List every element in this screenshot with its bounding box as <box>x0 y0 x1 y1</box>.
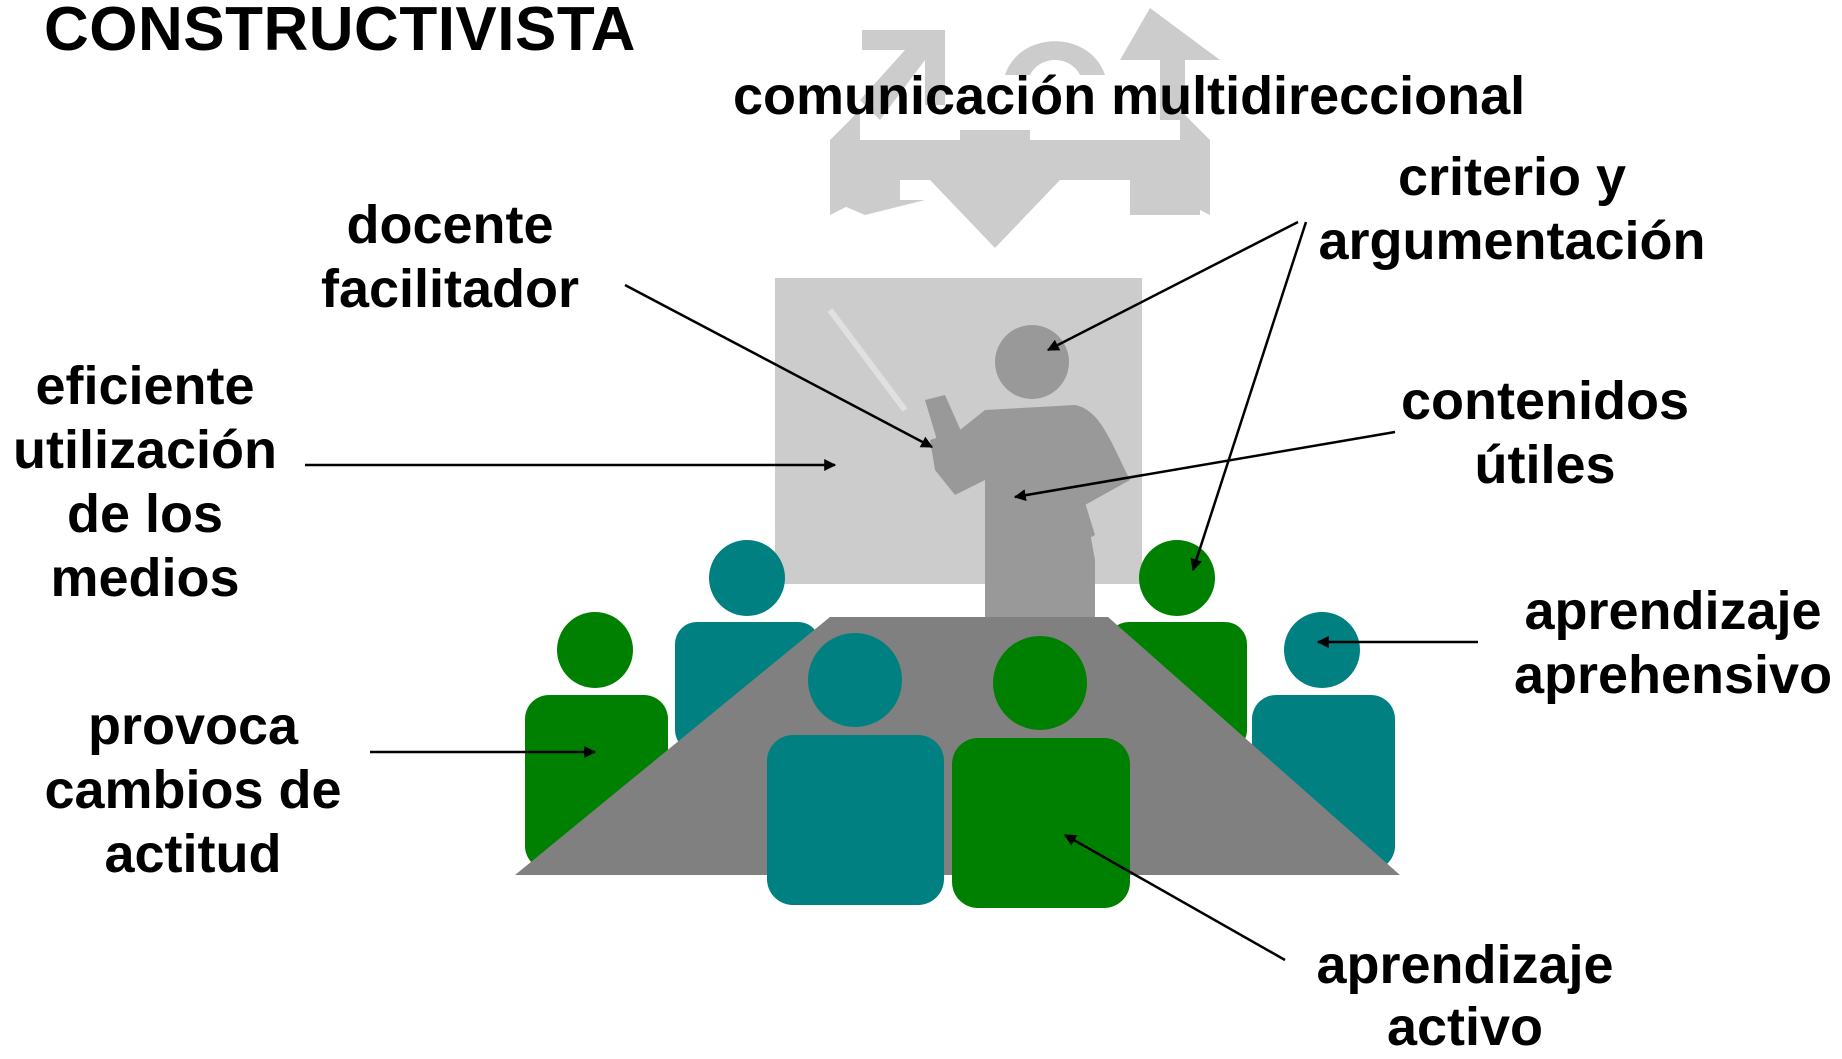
label-contenidos-line1: contenidos <box>1400 371 1690 431</box>
label-actitud-line3: actitud <box>104 824 282 884</box>
label-criterio-line1: criterio y <box>1397 147 1627 207</box>
arrow-docente <box>624 283 934 449</box>
student-figure-icon <box>767 633 1130 908</box>
label-docente-line2: facilitador <box>320 259 580 319</box>
arrow-criterio-head <box>1046 220 1299 352</box>
pointer-stick <box>827 308 908 412</box>
label-activo-line1: aprendizaje <box>1316 935 1614 995</box>
label-comunicacion: comunicación multidireccional <box>733 66 1526 126</box>
page-title: CONSTRUCTIVISTA <box>44 0 636 64</box>
arrow-contenidos <box>1013 430 1396 502</box>
conference-table <box>515 617 1400 875</box>
label-medios-line4: medios <box>50 548 240 608</box>
label-medios-line3: de los <box>66 484 224 544</box>
label-actitud-line2: cambios de <box>44 760 342 820</box>
label-activo-line2: activo <box>1386 997 1544 1057</box>
connector-arrows <box>305 220 1478 962</box>
label-medios-line1: eficiente <box>35 356 255 416</box>
label-criterio-line2: argumentación <box>1318 211 1706 271</box>
label-contenidos-line2: útiles <box>1474 435 1616 495</box>
label-aprehensivo-line2: aprehensivo <box>1513 645 1833 705</box>
label-medios-line2: utilización <box>12 420 278 480</box>
arrow-activo <box>1063 833 1286 962</box>
label-docente-line1: docente <box>346 195 554 255</box>
multidirectional-arrows-icon <box>830 8 1220 248</box>
arrow-criterio-student <box>1190 221 1308 572</box>
label-aprehensivo-line1: aprendizaje <box>1524 581 1822 641</box>
label-actitud-line1: provoca <box>87 696 299 756</box>
